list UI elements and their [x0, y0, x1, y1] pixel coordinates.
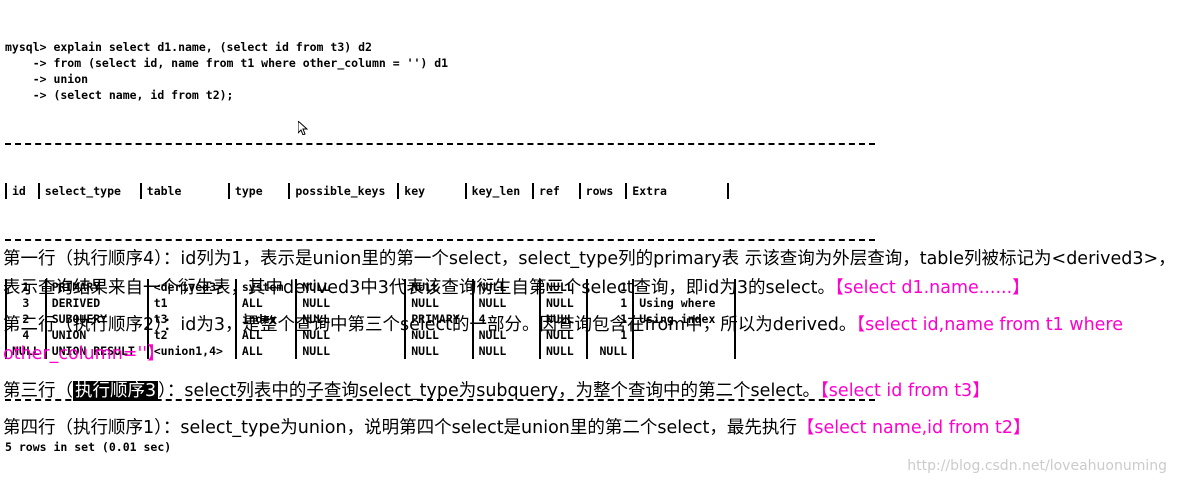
table-cell: DERIVED: [44, 295, 149, 311]
note-row-1-sql: 【select d1.name......】: [835, 278, 1030, 298]
column-header: table: [139, 183, 230, 199]
table-cell: NULL: [5, 343, 47, 359]
table-cell: [632, 343, 737, 359]
note-row-3: 第三行（执行顺序3）：select列表中的子查询select_type为subq…: [3, 377, 1178, 406]
table-cell: NULL: [538, 279, 588, 295]
note-row-3-prefix: 第三行（: [3, 381, 73, 401]
note-row-3-sql: 【select id from t3】: [820, 381, 990, 401]
query-text: mysql> explain select d1.name, (select i…: [5, 39, 875, 103]
table-cell: 4: [471, 311, 541, 327]
note-row-2-text: 第二行（执行顺序2）：id为3，是整个查询中第三个select的一部分。因查询包…: [3, 315, 857, 335]
table-cell: 1: [585, 327, 635, 343]
table-border-bottom: [5, 391, 875, 407]
table-cell: 4: [5, 327, 47, 343]
table-cell: NULL: [471, 279, 541, 295]
table-cell: ALL: [234, 343, 298, 359]
mysql-console: mysql> explain select d1.name, (select i…: [5, 7, 875, 471]
table-cell: Using where: [632, 295, 737, 311]
note-row-4-text: 第四行（执行顺序1）：select_type为union，说明第四个select…: [3, 418, 797, 438]
mouse-cursor-icon: [298, 121, 308, 135]
table-cell: NULL: [585, 343, 635, 359]
table-cell: <union1,4>: [146, 343, 237, 359]
note-row-3-text: ）：select列表中的子查询select_type为subquery，为整个查…: [158, 381, 821, 401]
table-cell: [632, 327, 737, 343]
table-border-top: [5, 135, 875, 151]
column-header: possible_keys: [288, 183, 400, 199]
table-cell: NULL: [404, 343, 474, 359]
note-row-2-sql: 【select id,name from t1 where other_colu…: [3, 315, 1124, 364]
note-row-1-text: 第一行（执行顺序4）：id列为1，表示是union里的第一个select，sel…: [3, 249, 1176, 298]
table-cell: system: [234, 279, 298, 295]
table-cell: [632, 279, 737, 295]
column-header: rows: [578, 183, 628, 199]
table-cell: PRIMARY: [404, 311, 474, 327]
result-footer: 5 rows in set (0.01 sec): [5, 440, 172, 454]
table-cell: NULL: [471, 343, 541, 359]
selected-text[interactable]: 执行顺序3: [73, 381, 159, 401]
table-cell: Using index: [632, 311, 737, 327]
table-cell: 1: [585, 279, 635, 295]
column-header: key: [397, 183, 467, 199]
table-cell: UNION RESULT: [44, 343, 149, 359]
table-cell: ALL: [234, 295, 298, 311]
table-cell: NULL: [295, 311, 407, 327]
table-cell: NULL: [538, 311, 588, 327]
table-cell: NULL: [538, 327, 588, 343]
watermark: http://blog.csdn.net/loveahuonuming: [907, 458, 1167, 474]
query-line: mysql> explain select d1.name, (select i…: [5, 40, 372, 54]
table-cell: NULL: [538, 295, 588, 311]
note-row-4-sql: 【select name,id from t2】: [796, 418, 1031, 438]
table-cell: ALL: [234, 327, 298, 343]
table-cell: index: [234, 311, 298, 327]
table-cell: SUBQUERY: [44, 311, 149, 327]
table-cell: NULL: [295, 343, 407, 359]
table-cell: t2: [146, 327, 237, 343]
table-cell: NULL: [404, 295, 474, 311]
table-cell: NULL: [295, 327, 407, 343]
table-cell: PRIMARY: [44, 279, 149, 295]
table-cell: NULL: [404, 327, 474, 343]
note-row-1: 第一行（执行顺序4）：id列为1，表示是union里的第一个select，sel…: [3, 245, 1178, 303]
table-cell: NULL: [471, 295, 541, 311]
table-cell: t1: [146, 295, 237, 311]
table-cell: NULL: [295, 279, 407, 295]
table-cell: 2: [5, 311, 47, 327]
table-cell: <derived3>: [146, 279, 237, 295]
explanation-notes: 第一行（执行顺序4）：id列为1，表示是union里的第一个select，sel…: [3, 245, 1178, 451]
table-cell: 1: [5, 279, 47, 295]
table-cell: 1: [585, 295, 635, 311]
query-line: -> from (select id, name from t1 where o…: [5, 56, 449, 70]
table-cell: 1: [585, 311, 635, 327]
table-cell: NULL: [404, 279, 474, 295]
table-cell: NULL: [295, 295, 407, 311]
table-cell: NULL: [471, 327, 541, 343]
column-header: id: [5, 183, 40, 199]
table-cell: UNION: [44, 327, 149, 343]
column-header: Extra: [625, 183, 730, 199]
table-cell: 3: [5, 295, 47, 311]
column-header: key_len: [464, 183, 535, 199]
table-cell: t3: [146, 311, 237, 327]
column-header: type: [227, 183, 291, 199]
note-row-2: 第二行（执行顺序2）：id为3，是整个查询中第三个select的一部分。因查询包…: [3, 311, 1178, 369]
column-header: ref: [532, 183, 581, 199]
table-cell: NULL: [538, 343, 588, 359]
column-header: select_type: [37, 183, 142, 199]
query-line: -> (select name, id from t2);: [5, 88, 234, 102]
table-border-mid: [5, 231, 875, 247]
query-line: -> union: [5, 72, 89, 86]
note-row-4: 第四行（执行顺序1）：select_type为union，说明第四个select…: [3, 414, 1178, 443]
